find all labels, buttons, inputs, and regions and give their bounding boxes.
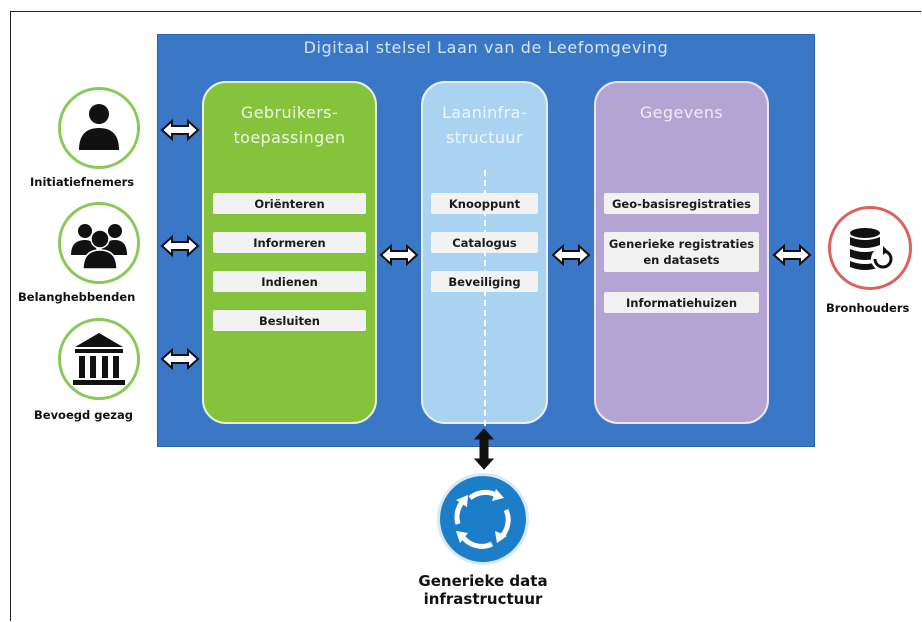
- label-initiatiefnemers: Initiatiefnemers: [30, 175, 135, 189]
- double-arrow-icon: [473, 428, 495, 470]
- generic-data-infra-badge: [437, 473, 529, 565]
- double-arrow-icon: [551, 244, 591, 266]
- double-arrow-icon: [160, 235, 200, 257]
- chip-line: en datasets: [643, 253, 720, 267]
- chip-orienteren: Oriënteren: [213, 193, 366, 214]
- column-title-gegevens: Gegevens: [594, 100, 769, 125]
- chip-besluiten: Besluiten: [213, 310, 366, 331]
- column-title-line: Gebruikers-: [240, 103, 339, 122]
- bronhouders-avatar: [828, 206, 912, 290]
- column-title-line: structuur: [446, 128, 523, 147]
- chip-generieke-registraties: Generieke registraties en datasets: [604, 232, 759, 272]
- chip-knooppunt: Knooppunt: [431, 193, 538, 214]
- gdi-label-line: infrastructuur: [423, 590, 543, 608]
- chip-geo-basisregistraties: Geo-basisregistraties: [604, 193, 759, 214]
- chip-catalogus: Catalogus: [431, 232, 538, 253]
- gdi-label-line: Generieke data: [418, 572, 548, 590]
- chip-line: Generieke registraties: [608, 237, 755, 251]
- double-arrow-icon: [160, 119, 200, 141]
- figure-frame: [10, 11, 921, 621]
- double-arrow-icon: [772, 244, 812, 266]
- government-building-icon: [73, 333, 125, 385]
- group-icon: [71, 224, 127, 270]
- column-title-line: Laaninfra-: [441, 103, 528, 122]
- generic-data-infra-label: Generieke data infrastructuur: [400, 572, 566, 608]
- chip-beveiliging: Beveiliging: [431, 271, 538, 292]
- label-bevoegd-gezag: Bevoegd gezag: [34, 408, 133, 422]
- database-sync-icon: [850, 228, 895, 271]
- roundabout-icon: [454, 489, 511, 549]
- chip-indienen: Indienen: [213, 271, 366, 292]
- initiatiefnemer-avatar: [58, 87, 140, 169]
- double-arrow-icon: [160, 348, 200, 370]
- chip-informeren: Informeren: [213, 232, 366, 253]
- belanghebbenden-avatar: [58, 202, 140, 284]
- system-title: Digitaal stelsel Laan van de Leefomgevin…: [303, 38, 669, 57]
- column-title-line: Gegevens: [639, 103, 724, 122]
- column-title-line: toepassingen: [233, 128, 346, 147]
- person-icon: [79, 104, 119, 150]
- chip-informatiehuizen: Informatiehuizen: [604, 292, 759, 313]
- bevoegd-gezag-avatar: [58, 318, 140, 400]
- label-bronhouders: Bronhouders: [826, 301, 910, 315]
- column-title-gebruikers: Gebruikers- toepassingen: [202, 100, 377, 150]
- double-arrow-icon: [379, 244, 419, 266]
- column-title-infra: Laaninfra- structuur: [421, 100, 548, 150]
- infra-dashed-divider: [484, 170, 486, 426]
- label-belanghebbenden: Belanghebbenden: [18, 290, 136, 304]
